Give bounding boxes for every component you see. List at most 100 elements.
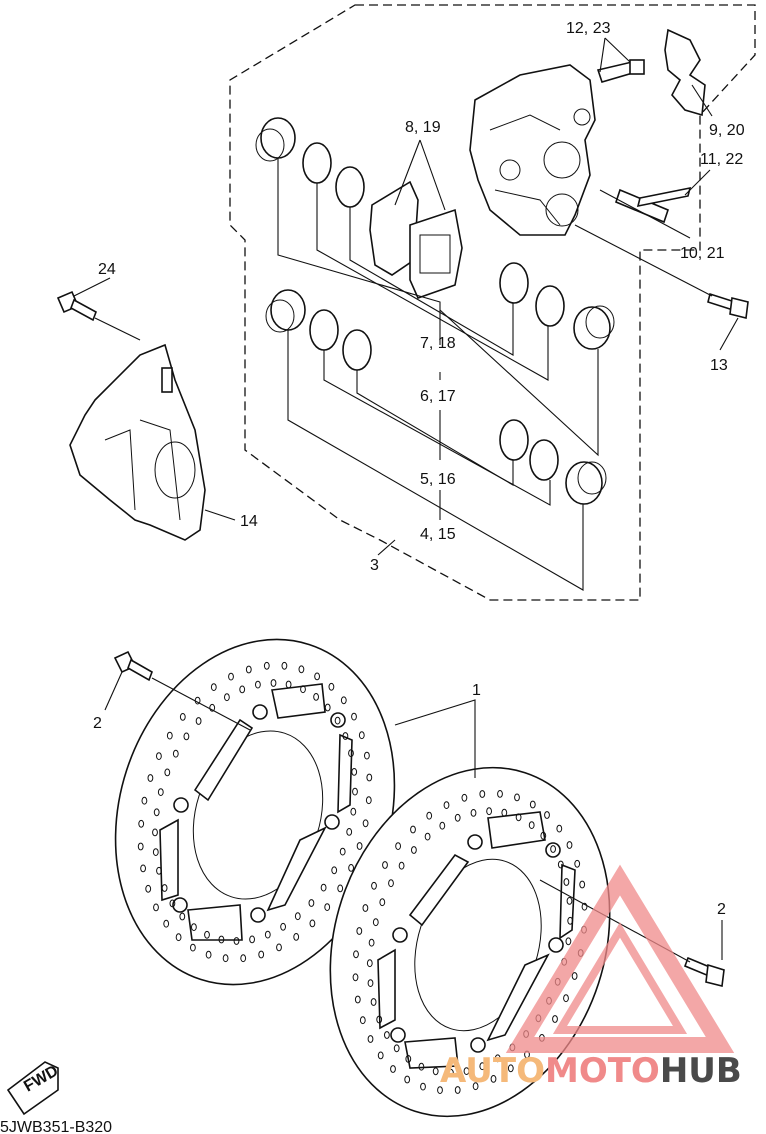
vent-hole [515, 813, 522, 822]
vent-hole [463, 1067, 470, 1075]
vent-hole [239, 685, 246, 694]
label-10-21: 10, 21 [680, 245, 725, 262]
vent-hole [370, 998, 377, 1006]
vent-hole [153, 808, 160, 817]
piston-upper-left [255, 117, 296, 162]
vent-hole [300, 685, 306, 694]
vent-hole [388, 879, 394, 888]
vent-hole [566, 897, 573, 905]
label-6-17: 6, 17 [420, 388, 456, 405]
vent-hole [579, 880, 586, 889]
vent-hole [280, 922, 287, 931]
vent-hole [379, 898, 386, 907]
label-13: 13 [710, 357, 728, 374]
vent-hole [204, 930, 210, 939]
vent-hole [382, 861, 388, 869]
vent-hole [233, 937, 240, 945]
vent-hole [395, 842, 402, 850]
vent-hole [507, 1064, 514, 1073]
vent-hole [314, 672, 321, 681]
vent-hole [152, 828, 158, 837]
vent-hole [358, 731, 365, 740]
vent-hole [571, 972, 578, 980]
vent-hole [339, 847, 346, 856]
seal-7 [499, 419, 529, 461]
vent-hole [346, 828, 353, 836]
vent-hole [390, 1065, 396, 1073]
vent-hole [222, 954, 229, 963]
vent-hole [437, 1086, 443, 1094]
vent-hole [384, 1031, 390, 1039]
vent-hole [461, 793, 468, 802]
vent-hole [190, 943, 196, 952]
vent-hole [324, 903, 331, 911]
vent-hole [156, 752, 162, 760]
piston-upper-right [573, 305, 615, 350]
vent-hole [320, 883, 327, 892]
vent-hole [556, 824, 563, 833]
bleed-screw [596, 59, 645, 83]
vent-hole [393, 1044, 400, 1053]
watermark-triangle [505, 864, 735, 1053]
vent-hole [224, 693, 230, 702]
vent-hole [334, 716, 341, 725]
vent-hole [356, 842, 363, 850]
vent-hole [368, 938, 375, 947]
vent-hole [352, 973, 359, 982]
vent-hole [439, 821, 446, 830]
vent-hole [169, 899, 176, 908]
vent-hole [563, 994, 569, 1003]
vent-hole [351, 768, 358, 776]
watermark-moto: MOTO [545, 1051, 660, 1091]
label-9-20: 9, 20 [709, 122, 745, 139]
label-11-22: 11, 22 [700, 151, 743, 168]
seal-4 [535, 285, 565, 327]
vent-hole [137, 842, 144, 851]
vent-hole [179, 713, 186, 721]
vent-hole [195, 717, 202, 725]
vent-hole [365, 796, 372, 805]
vent-hole [432, 1067, 439, 1076]
vent-hole [240, 954, 247, 963]
vent-hole [348, 749, 354, 758]
vent-hole [294, 912, 301, 921]
vent-hole [567, 916, 574, 925]
vent-hole [166, 731, 173, 740]
vent-hole [376, 1015, 383, 1024]
vent-hole [405, 1055, 412, 1063]
vent-hole [472, 1082, 479, 1091]
seal-2 [335, 166, 365, 208]
label-5-16: 5, 16 [420, 471, 456, 488]
seal-3 [499, 262, 529, 304]
vent-hole [324, 703, 331, 712]
vent-hole [350, 807, 357, 816]
vent-hole [328, 682, 335, 691]
vent-hole [424, 832, 431, 841]
vent-hole [313, 693, 320, 701]
diagram-code: 5JWB351-B320 [0, 1119, 112, 1134]
vent-hole [418, 1062, 425, 1071]
label-8-19: 8, 19 [405, 119, 441, 136]
pad-pin [615, 186, 692, 224]
vent-hole [362, 904, 369, 912]
vent-hole [249, 935, 256, 944]
vent-hole [364, 751, 370, 760]
label-14: 14 [240, 513, 258, 530]
vent-hole [153, 903, 159, 912]
vent-hole [398, 861, 405, 870]
vent-hole [348, 864, 355, 872]
vent-hole [411, 846, 417, 854]
vent-hole [281, 661, 288, 670]
vent-hole [156, 866, 162, 875]
vent-hole [245, 665, 252, 674]
vent-hole [366, 959, 373, 968]
vent-hole [205, 950, 212, 959]
assembly-boundary [229, 4, 756, 601]
vent-hole [337, 884, 344, 893]
vent-hole [494, 1054, 501, 1063]
vent-hole [218, 935, 225, 944]
piston-lower-right [565, 461, 607, 505]
fwd-arrow-icon: FWD [6, 1061, 61, 1116]
vent-hole [276, 943, 282, 952]
